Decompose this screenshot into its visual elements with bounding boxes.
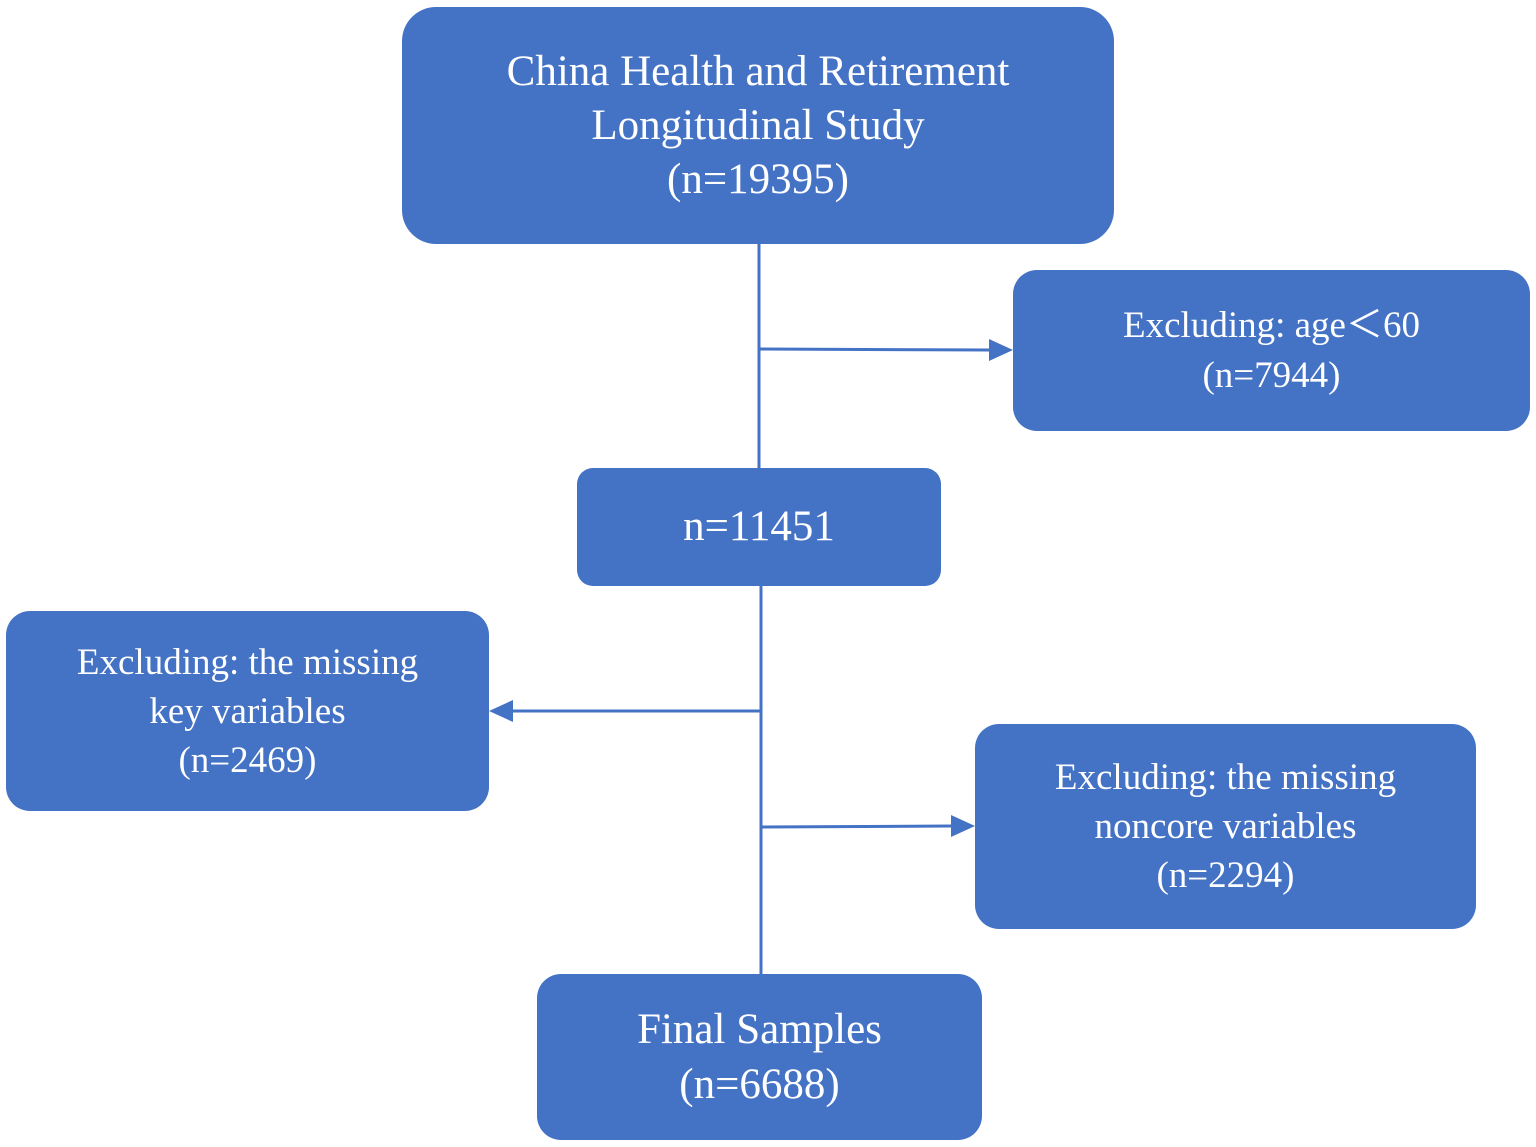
node-exclude-age-label: Excluding: age＜60 xyxy=(1123,304,1420,346)
node-exclude-noncore-line-1: Excluding: the missing xyxy=(1054,757,1397,798)
node-intermediate-sample-count: n=11451 xyxy=(683,503,835,550)
node-exclude-key-variables: Excluding: the missing key variables (n=… xyxy=(6,611,489,811)
node-exclude-key-count: (n=2469) xyxy=(178,739,317,781)
node-intermediate-sample: n=11451 xyxy=(577,468,941,586)
arrowhead-exclude-key xyxy=(489,700,513,722)
node-final-samples-label: Final Samples xyxy=(637,1006,882,1053)
node-exclude-age-count: (n=7944) xyxy=(1202,354,1341,396)
node-exclude-key-line-1: Excluding: the missing xyxy=(76,641,419,683)
node-study-cohort-count: (n=19395) xyxy=(667,155,849,203)
node-study-cohort-line-2: Longitudinal Study xyxy=(591,101,925,149)
arrow-to-exclude-age xyxy=(758,347,991,352)
node-study-cohort: China Health and Retirement Longitudinal… xyxy=(402,7,1114,244)
node-final-samples-count: (n=6688) xyxy=(679,1061,840,1108)
node-final-samples: Final Samples (n=6688) xyxy=(537,974,982,1140)
node-exclude-key-line-2: key variables xyxy=(149,690,346,732)
node-exclude-noncore-line-2: noncore variables xyxy=(1094,806,1357,847)
node-study-cohort-line-1: China Health and Retirement xyxy=(506,47,1010,95)
node-exclude-noncore-variables: Excluding: the missing noncore variables… xyxy=(975,724,1476,929)
node-exclude-noncore-count: (n=2294) xyxy=(1156,855,1295,896)
arrowhead-exclude-age xyxy=(989,339,1013,361)
node-exclude-age: Excluding: age＜60 (n=7944) xyxy=(1013,270,1530,431)
arrowhead-exclude-noncore xyxy=(951,815,975,837)
arrow-to-exclude-noncore xyxy=(760,824,953,829)
